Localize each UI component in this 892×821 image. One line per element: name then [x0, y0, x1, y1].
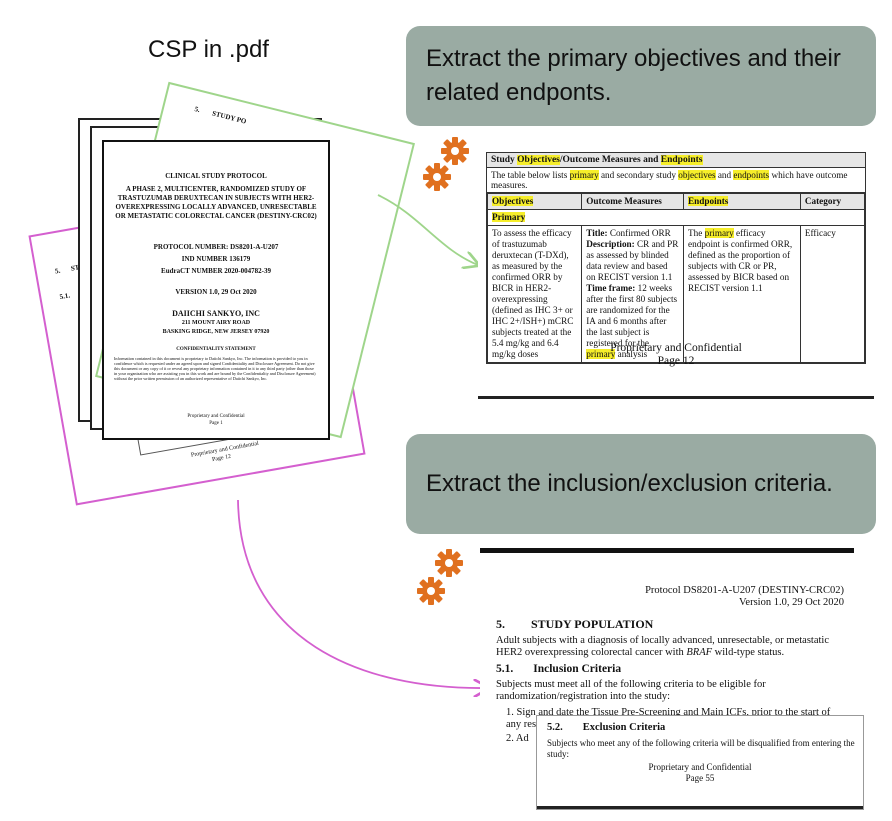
section-number: 5.2.: [547, 722, 563, 733]
objectives-doc-page: Page 12: [657, 355, 695, 367]
cover-footer: Proprietary and Confidential: [187, 413, 245, 419]
highlight-objectives: objectives: [678, 170, 716, 180]
section-52-heading: 5.2. Exclusion Criteria: [547, 722, 665, 733]
protocol-cover-page: CLINICAL STUDY PROTOCOL A PHASE 2, MULTI…: [102, 140, 330, 440]
text: The table below lists: [491, 170, 570, 180]
text: BRAF: [686, 647, 713, 658]
back-page-text: ST: [70, 263, 80, 273]
callout-objectives-text: Extract the primary objectives and their…: [426, 45, 841, 106]
outcome-cell: Title: Confirmed ORR Description: CR and…: [581, 225, 685, 363]
cover-protocol-number: PROTOCOL NUMBER: DS8201-A-U207: [153, 243, 279, 251]
criteria-doc-page: Page 55: [685, 773, 715, 783]
section-title: Inclusion Criteria: [533, 663, 622, 675]
text: and: [715, 170, 734, 180]
cover-ind-number: IND NUMBER 136179: [181, 255, 251, 263]
cover-company: DAIICHI SANKYO, INC: [172, 309, 260, 318]
text: wild-type status.: [712, 647, 785, 658]
text: Confirmed ORR: [607, 228, 671, 238]
section-51-heading: 5.1. Inclusion Criteria: [496, 663, 621, 675]
text: 12 weeks after the first 80 subjects are…: [586, 283, 678, 348]
cover-page-number: Page 1: [209, 420, 223, 426]
text: efficacy endpoint is confirmed ORR, defi…: [688, 228, 793, 293]
text: analysis: [615, 349, 648, 359]
back-page-text: 5.: [54, 266, 61, 276]
label: Title:: [586, 228, 608, 238]
section-51-text: Subjects must meet all of the following …: [496, 679, 766, 702]
section-primary: Primary: [492, 212, 526, 222]
gear-icon: [435, 549, 463, 577]
highlight-primary: primary: [569, 170, 599, 180]
callout-objectives: Extract the primary objectives and their…: [406, 26, 876, 126]
section-number: 5.1.: [496, 663, 514, 675]
objectives-table: Objectives Outcome Measures Endpoints Ca…: [486, 193, 866, 363]
exclusion-criteria-snippet: 5.2. Exclusion Criteria Subjects who meet…: [537, 716, 863, 809]
cover-title: A PHASE 2, MULTICENTER, RANDOMIZED STUDY…: [115, 185, 317, 220]
cover-confidentiality-heading: CONFIDENTIALITY STATEMENT: [176, 347, 256, 352]
objectives-intro: The table below lists primary and second…: [487, 168, 865, 193]
objectives-table-header: Study Objectives/Outcome Measures and En…: [487, 153, 865, 168]
cover-address: BASKING RIDGE, NEW JERSEY 07920: [162, 328, 270, 335]
text: Study: [491, 155, 518, 165]
col-objectives: Objectives: [492, 196, 534, 206]
section-title: Exclusion Criteria: [582, 722, 666, 733]
stack-label: CSP in .pdf: [148, 36, 269, 63]
highlight-objectives: Objectives: [517, 155, 560, 165]
highlight-primary: primary: [704, 228, 734, 238]
section-number: 5.: [496, 617, 505, 631]
section-5-heading: 5. STUDY POPULATION: [496, 617, 653, 632]
objective-cell: To assess the efficacy of trastuzumab de…: [486, 225, 583, 363]
callout-criteria-text: Extract the inclusion/exclusion criteria…: [426, 470, 833, 497]
text: The: [688, 228, 705, 238]
cover-confidentiality-text: Information contained in this document i…: [114, 355, 316, 382]
highlight-primary: primary: [586, 349, 616, 359]
col-endpoints: Endpoints: [688, 196, 729, 206]
highlight-endpoints: endpoints: [733, 170, 770, 180]
section-5-text: Adult subjects with a diagnosis of local…: [496, 635, 846, 659]
section-52-text: Subjects who meet any of the following c…: [547, 738, 855, 759]
criteria-doc-version: Version 1.0, 29 Oct 2020: [739, 597, 844, 608]
back-page-footer: Page 12: [211, 453, 232, 464]
label: Time frame:: [586, 283, 636, 293]
back-page-text: 5.: [193, 105, 201, 115]
gear-icon: [441, 137, 469, 165]
cover-heading: CLINICAL STUDY PROTOCOL: [165, 172, 267, 180]
category-cell: Efficacy: [799, 225, 866, 363]
callout-criteria: Extract the inclusion/exclusion criteria…: [406, 434, 876, 534]
criteria-doc-footer: Proprietary and Confidential: [648, 762, 752, 772]
text: CR and PR as assessed by blinded data re…: [586, 239, 679, 282]
col-category: Category: [799, 193, 866, 210]
label: Description:: [586, 239, 635, 249]
gear-icon: [423, 163, 451, 191]
criteria-doc-header: Protocol DS8201-A-U207 (DESTINY-CRC02): [645, 585, 844, 596]
back-page-text: STUDY PO: [211, 109, 248, 126]
inclusion-item-2: 2. Ad: [506, 733, 529, 744]
cover-version: VERSION 1.0, 29 Oct 2020: [175, 288, 257, 296]
text: Adult subjects with a diagnosis of local…: [496, 635, 829, 658]
col-outcome-measures: Outcome Measures: [581, 193, 685, 210]
objectives-doc-footer: Proprietary and Confidential: [610, 342, 742, 354]
text: /Outcome Measures and: [559, 155, 661, 165]
highlight-endpoints: Endpoints: [660, 155, 703, 165]
cover-eudract: EudraCT NUMBER 2020-004782-39: [161, 267, 271, 275]
back-page-text: 5.1.: [58, 291, 71, 302]
gear-icon: [417, 577, 445, 605]
criteria-document: Protocol DS8201-A-U207 (DESTINY-CRC02) V…: [480, 548, 854, 745]
text: which have outcome measures.: [491, 170, 848, 190]
section-title: STUDY POPULATION: [531, 617, 654, 631]
cover-address: 211 MOUNT AIRY ROAD: [181, 320, 251, 326]
objectives-document: Study Objectives/Outcome Measures and En…: [478, 146, 874, 399]
text: and secondary study: [598, 170, 679, 180]
endpoint-cell: The primary efficacy endpoint is confirm…: [683, 225, 801, 363]
